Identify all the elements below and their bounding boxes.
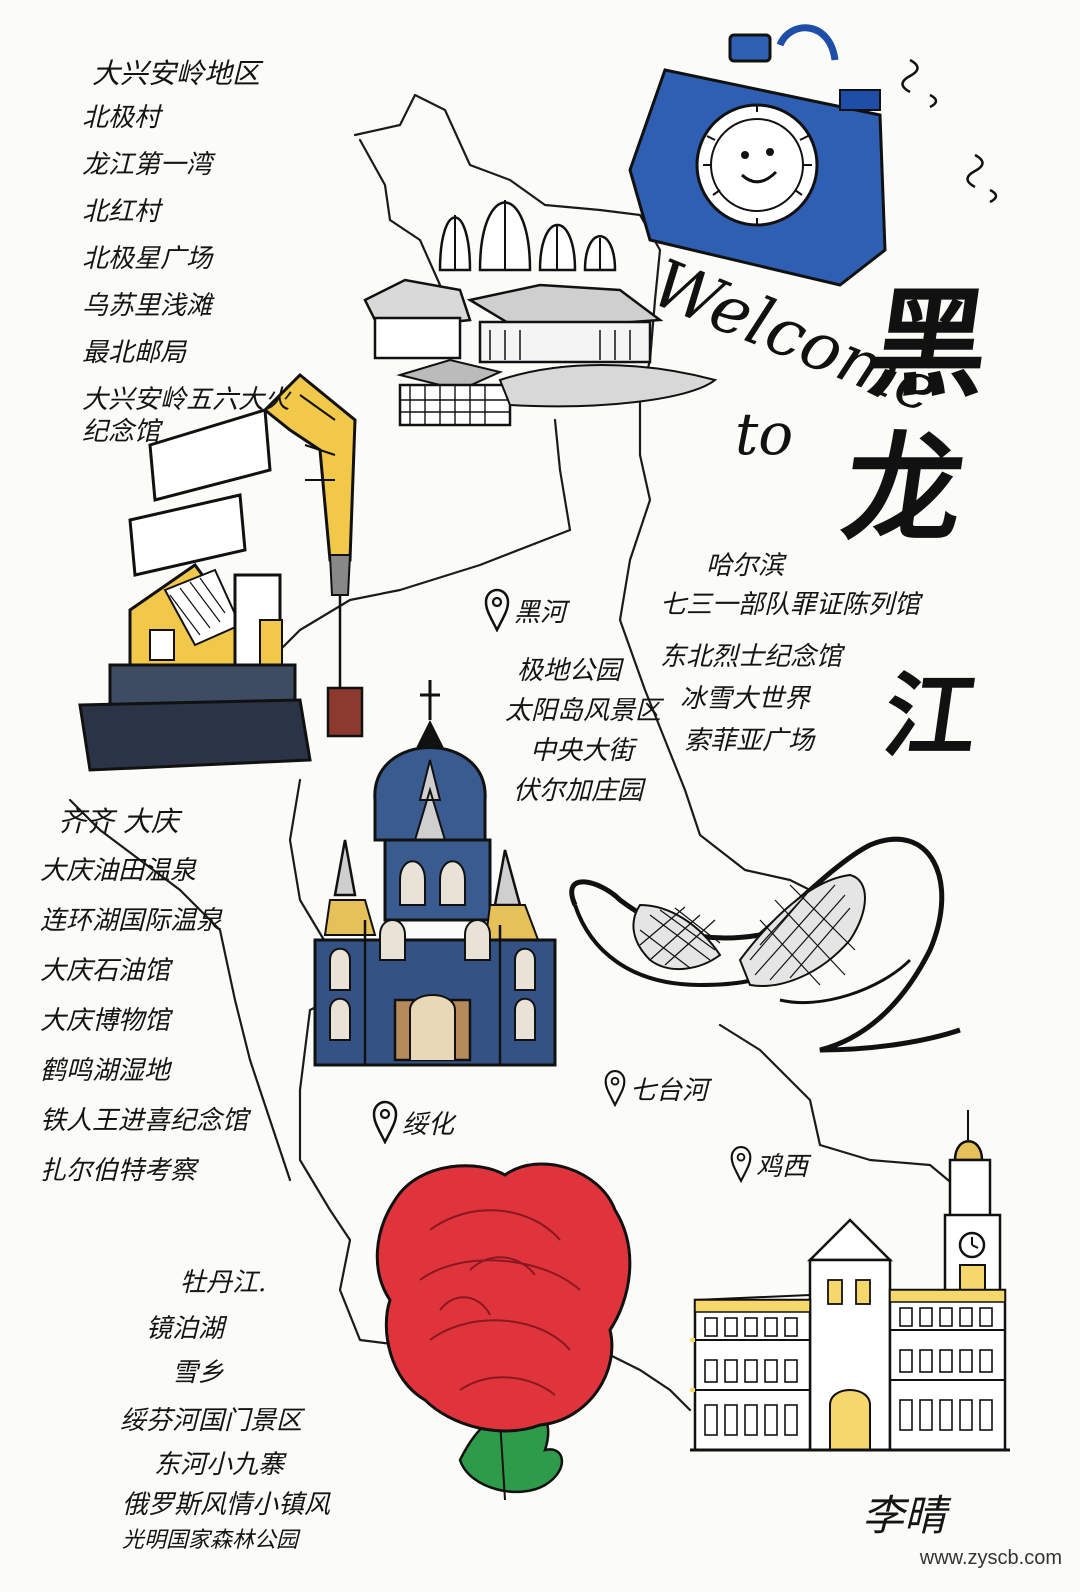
list-item: 北红村 [82,197,161,227]
pin-label: 七台河 [630,1075,709,1106]
watermark: www.zyscb.com [919,1547,1062,1569]
list-item: 东河小九寨 [154,1450,285,1480]
list-item: 最北邮局 [82,338,187,368]
list-item: 冰雪大世界 [680,684,811,714]
list-item: 北极村 [82,103,161,133]
snow-houses-icon [363,200,718,427]
list-item: 伏尔加庄园 [513,776,644,806]
region-harbin-title: 哈尔滨 [706,551,785,581]
opera-house-icon [569,836,961,1053]
list-item: 龙江第一湾 [82,150,213,180]
list-item: 绥芬河国门景区 [120,1406,303,1436]
pin-icon [372,1100,398,1144]
pin-label: 绥化 [402,1109,455,1140]
list-item: 连环湖国际温泉 [40,906,223,936]
pin-heihe: 黑河 [484,588,566,632]
list-item: 镜泊湖 [146,1314,225,1344]
region-daxinganling-title: 大兴安岭地区 [92,57,261,90]
region-qiqihar-daqing-title: 齐齐 大庆 [58,805,179,838]
pin-label: 鸡西 [756,1151,809,1182]
list-item: 中央大街 [530,736,635,766]
list-item: 索菲亚广场 [684,726,815,756]
list-item: 大庆油田温泉 [40,856,197,886]
list-item: 七三一部队罪证陈列馆 [660,590,921,620]
peony-icon [375,1162,632,1501]
pin-icon [484,588,510,632]
region-mudanjiang-list: 镜泊湖 雪乡 绥芬河国门景区 东河小九寨 俄罗斯风情小镇风 光明国家森林公园 [120,1316,330,1552]
province-outline-west [68,798,292,1182]
list-item: 东北烈士纪念馆 [660,642,843,672]
list-item: 北极星广场 [82,244,213,274]
camera-icon [628,24,998,287]
welcome-to: to [735,400,794,468]
list-item: 太阳岛风景区 [505,696,662,726]
region-harbin-list: 七三一部队罪证陈列馆 东北烈士纪念馆 冰雪大世界 索菲亚广场 [660,592,920,754]
title-char-long: 龙 [835,419,973,558]
list-item: 大庆博物馆 [40,1006,171,1036]
list-item: 大庆石油馆 [40,956,171,986]
list-item: 极地公园 [517,656,622,686]
list-item: 俄罗斯风情小镇风 [122,1490,331,1520]
pin-qitaihe: 七台河 [604,1068,708,1108]
list-item: 雪乡 [172,1358,225,1388]
pin-suihua: 绥化 [372,1100,454,1144]
church-icon [313,680,557,1067]
list-item: 乌苏里浅滩 [82,291,213,321]
pin-icon [730,1146,752,1184]
list-item: 大兴安岭五六大火 [82,385,291,415]
list-item: 扎尔伯特考察 [40,1156,197,1186]
pin-icon [604,1070,626,1108]
building-icon [690,1110,1010,1452]
list-item: 光明国家森林公园 [122,1528,299,1553]
list-item: 鹤鸣湖湿地 [40,1056,171,1086]
pin-label: 黑河 [514,597,567,628]
region-daxinganling-list: 北极村 龙江第一湾 北红村 北极星广场 乌苏里浅滩 最北邮局 大兴安岭五六大火 … [82,105,290,445]
region-qiqihar-daqing-list: 大庆油田温泉 连环湖国际温泉 大庆石油馆 大庆博物馆 鹤鸣湖湿地 铁人王进喜纪念… [40,858,248,1184]
signature: 李晴 [862,1491,947,1540]
region-heihe-list: 极地公园 太阳岛风景区 中央大街 伏尔加庄园 [505,658,661,804]
list-item: 纪念馆 [82,417,161,447]
oil-pump-icon [78,372,364,772]
region-mudanjiang-title: 牡丹江. [180,1268,267,1298]
list-item: 铁人王进喜纪念馆 [40,1106,249,1136]
pin-jixi: 鸡西 [730,1144,808,1184]
province-outline-south [598,1348,692,1412]
